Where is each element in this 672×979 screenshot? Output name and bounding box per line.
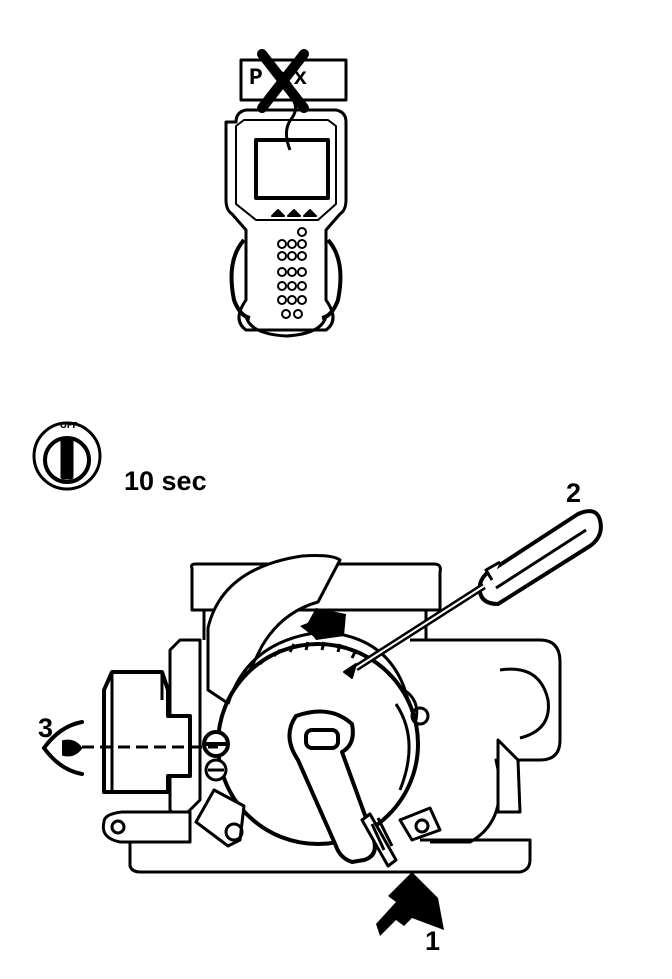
duration-label: 10 sec: [124, 466, 207, 496]
callout-3-label: 3: [38, 713, 54, 743]
scan-tool-code-label: P xx: [249, 65, 309, 91]
push-arrow-icon: [376, 872, 444, 936]
arrow-icon: [300, 608, 346, 640]
diagnostic-scan-tool-icon: [224, 58, 348, 338]
eye-icon: [42, 720, 84, 776]
ignition-off-label: OFF: [60, 421, 78, 430]
clear-code-x-icon: [257, 49, 309, 113]
callout-2-label: 2: [566, 478, 582, 508]
ignition-switch-icon: [32, 421, 102, 491]
callout-1-label: 1: [425, 926, 441, 956]
screwdriver-icon: [343, 509, 603, 679]
